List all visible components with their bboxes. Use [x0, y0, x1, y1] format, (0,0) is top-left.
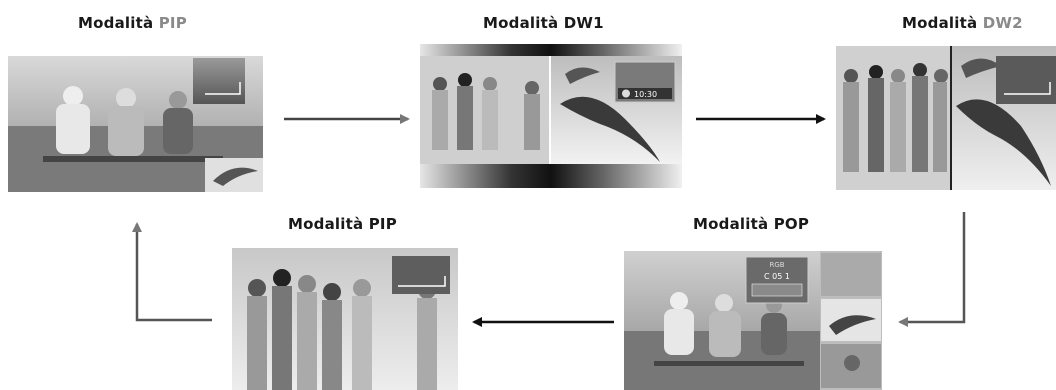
label-mode: DW1 [563, 14, 604, 32]
screen-pip-top [8, 56, 263, 192]
label-dw1: Modalità DW1 [483, 14, 604, 32]
screen-dw2 [836, 46, 1056, 190]
pip-bottom-scene [232, 248, 458, 390]
label-mode: DW2 [982, 14, 1023, 32]
arrow-dw2-to-pop [898, 212, 966, 327]
pop-scene: RGB C 05 1 [624, 251, 882, 390]
dw2-scene [836, 46, 1056, 190]
label-word: Modalità [78, 14, 154, 32]
label-word: Modalità [483, 14, 559, 32]
label-mode: PIP [158, 14, 187, 32]
label-word: Modalità [902, 14, 978, 32]
label-pop: Modalità POP [693, 215, 809, 233]
label-dw2: Modalità DW2 [902, 14, 1023, 32]
label-word: Modalità [693, 215, 769, 233]
clock-icon [622, 89, 630, 98]
screen-dw1: 10:30 [420, 44, 682, 188]
pop-channel: C 05 1 [764, 272, 790, 281]
pip-top-scene [8, 56, 263, 192]
label-pip-bottom: Modalità PIP [288, 215, 397, 233]
label-pip-top: Modalità PIP [78, 14, 187, 32]
label-mode: PIP [368, 215, 397, 233]
pop-source: RGB [769, 261, 784, 269]
arrow-pip-to-pip-top [132, 222, 212, 322]
dw1-scene: 10:30 [420, 44, 682, 188]
dw1-time: 10:30 [634, 90, 657, 99]
screen-pip-bottom [232, 248, 458, 390]
label-mode: POP [773, 215, 810, 233]
screen-pop: RGB C 05 1 [624, 251, 882, 390]
label-word: Modalità [288, 215, 364, 233]
